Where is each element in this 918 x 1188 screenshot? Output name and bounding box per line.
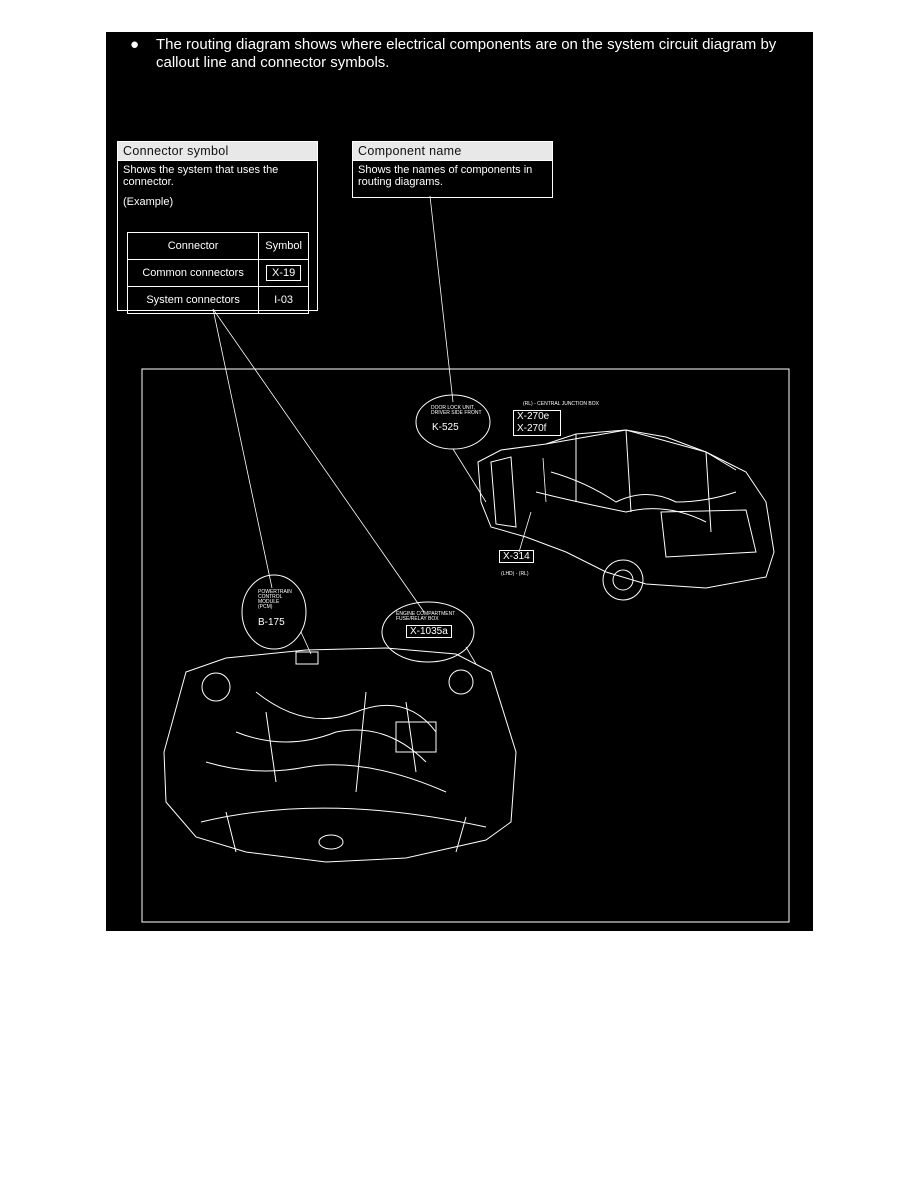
door-lock-code: K-525 <box>432 422 459 433</box>
routing-artwork <box>141 195 790 923</box>
symbol-cell: X-19 <box>258 259 309 287</box>
connector-code: X-270f <box>517 423 547 434</box>
component-name-heading: Component name <box>353 142 552 161</box>
diagram-frame <box>141 368 790 923</box>
x314-code-box: X-314 <box>499 550 534 563</box>
pcm-code: B-175 <box>258 617 285 628</box>
component-name-description: Shows the names of components in routing… <box>358 164 533 188</box>
central-junction-code-box: X-270e X-270f <box>513 410 561 436</box>
example-label: (Example) <box>123 196 174 208</box>
central-junction-label: (RL) - CENTRAL JUNCTION BOX <box>523 401 599 407</box>
callout-circle <box>241 574 307 650</box>
intro-paragraph: ● The routing diagram shows where electr… <box>130 36 796 72</box>
fuse-box-label: ENGINE COMPARTMENT FUSE/RELAY BOX <box>396 611 456 622</box>
door-lock-label: DOOR LOCK UNIT, DRIVER SIDE FRONT <box>431 405 482 416</box>
pcm-label: POWERTRAIN CONTROL MODULE (PCM) <box>258 589 292 610</box>
connector-cell: System connectors <box>126 286 260 314</box>
x314-note: (LHD) - (RL) <box>501 571 529 577</box>
bullet-icon: ● <box>130 36 140 53</box>
fuse-box-code: X-1035a <box>406 625 452 638</box>
column-header-symbol: Symbol <box>258 232 309 260</box>
component-name-box: Component name Shows the names of compon… <box>352 141 553 198</box>
routing-diagram-panel: ● The routing diagram shows where electr… <box>106 32 813 931</box>
connector-table: Connector Symbol Common connectors X-19 … <box>126 232 309 314</box>
symbol-value: X-19 <box>265 265 302 281</box>
table-row: Common connectors X-19 <box>126 259 309 287</box>
connector-symbol-heading: Connector symbol <box>118 142 317 161</box>
symbol-value: I-03 <box>274 294 294 306</box>
connector-code: X-270e <box>517 411 550 422</box>
callout-line <box>429 195 454 403</box>
callout-line <box>212 308 273 589</box>
table-row: System connectors I-03 <box>126 286 309 314</box>
connector-symbol-description: Shows the system that uses the connector… <box>123 164 279 188</box>
connector-symbol-box: Connector symbol Shows the system that u… <box>117 141 318 314</box>
suv-drawing <box>477 429 775 601</box>
callout-line <box>212 308 425 613</box>
callout-circle <box>381 601 475 663</box>
intro-text: The routing diagram shows where electric… <box>156 36 777 71</box>
symbol-cell: I-03 <box>258 286 309 314</box>
engine-bay-drawing <box>163 647 517 863</box>
